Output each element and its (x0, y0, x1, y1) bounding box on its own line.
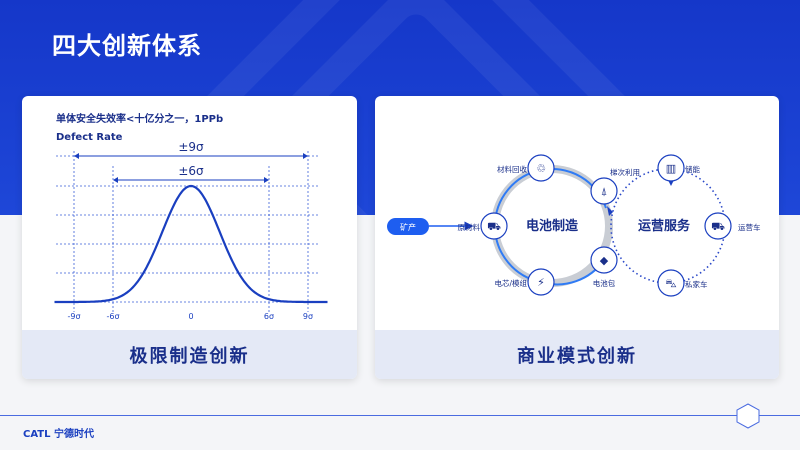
node-storage: ▥ 储能 (657, 154, 700, 182)
span-label: ±9σ (178, 140, 204, 154)
distribution-curve (54, 184, 328, 304)
business-diagram: 矿产 电池制造 运营服务 ♲ 材料回收 ⍋梯次利用 ⛟ 原材料 ◆ 电池包 ⚡ 电芯/模组 ▥ 储能… (387, 154, 761, 297)
car-icon: ⛍ (665, 277, 676, 290)
chart-subtitle: Defect Rate (56, 132, 123, 143)
node-label: 运营车 (738, 222, 761, 232)
node-cascade: ⍋梯次利用 (590, 167, 640, 205)
tower-icon: ⍋ (601, 185, 608, 198)
storage-icon: ▥ (666, 162, 676, 175)
node-label: 电芯/模组 (494, 278, 527, 288)
node-cell: ⚡ 电芯/模组 (494, 268, 555, 296)
source-label: 矿产 (400, 222, 416, 232)
node-label: 原材料 (458, 222, 481, 232)
node-pack: ◆ 电池包 (590, 246, 618, 288)
chart-title: 单体安全失效率<十亿分之一，1PPb (56, 112, 223, 125)
source-pill (387, 218, 429, 235)
business-card-title: 商业模式创新 (375, 330, 779, 379)
battery-icon: ⚡ (537, 276, 545, 289)
node-private: ⛍ 私家车 (657, 269, 708, 297)
footer-divider (0, 415, 800, 416)
x-tick-label: -6σ (106, 312, 119, 321)
x-tick-label: 0 (188, 312, 193, 321)
span-label: ±6σ (178, 164, 204, 178)
center-service: 运营服务 (638, 218, 691, 234)
recycle-icon: ♲ (536, 162, 546, 175)
x-tick-label: -9σ (67, 312, 80, 321)
hexagon-icon (736, 403, 760, 429)
manufacturing-card: 单体安全失效率<十亿分之一，1PPb Defect Rate ±9σ ±6σ -9… (22, 96, 357, 379)
truck-icon: ⛟ (487, 220, 501, 233)
node-recycle: ♲ 材料回收 (497, 154, 555, 182)
battery-pack-icon: ◆ (600, 254, 609, 267)
node-label: 电池包 (593, 278, 616, 288)
delivery-truck-icon: ⛟ (711, 220, 725, 233)
business-card: 矿产 电池制造 运营服务 ♲ 材料回收 ⍋梯次利用 ⛟ 原材料 ◆ 电池包 ⚡ 电芯/模组 ▥ 储能… (375, 96, 779, 379)
x-tick-label: 9σ (303, 312, 313, 321)
slide-title: 四大创新体系 (52, 32, 202, 60)
node-raw: ⛟ 原材料 (458, 212, 508, 240)
node-label: 材料回收 (497, 164, 527, 174)
center-manufacturing: 电池制造 (526, 218, 579, 234)
node-label: 私家车 (685, 279, 708, 289)
manufacturing-card-title: 极限制造创新 (22, 330, 357, 379)
node-fleet: ⛟ 运营车 (704, 212, 761, 240)
x-tick-label: 6σ (264, 312, 274, 321)
defect-rate-chart: 单体安全失效率<十亿分之一，1PPb Defect Rate ±9σ ±6σ -9… (54, 112, 328, 321)
node-label: 梯次利用 (610, 167, 640, 177)
node-label: 储能 (685, 164, 700, 174)
catl-logo: CATL 宁德时代 (23, 429, 94, 440)
